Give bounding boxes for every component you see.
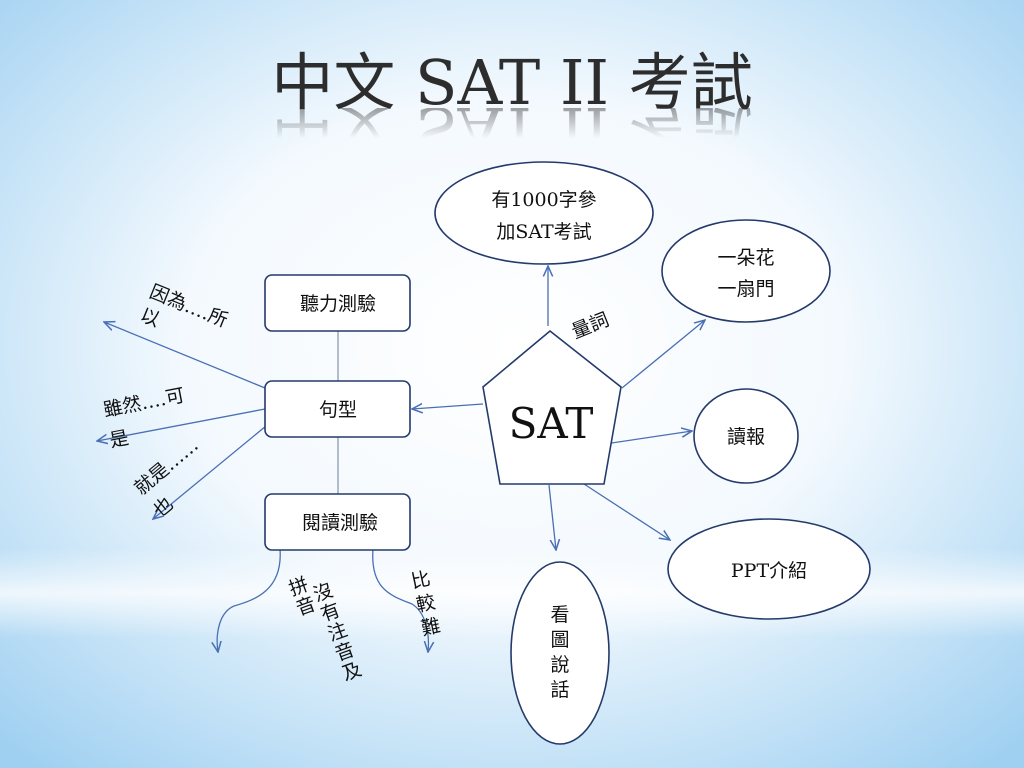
slide-title-reflection: 中文 SAT II 考試 bbox=[271, 93, 752, 166]
grammar-node[interactable]: 句型 bbox=[264, 380, 411, 438]
arrow-to-picture-talk bbox=[548, 484, 556, 550]
sat-center-node[interactable]: SAT bbox=[482, 329, 622, 485]
arrow-to-measure-words bbox=[621, 320, 705, 389]
newspaper-label: 讀報 bbox=[727, 426, 765, 448]
sat-label: SAT bbox=[509, 399, 594, 448]
reading-test-label: 閱讀測驗 bbox=[302, 512, 378, 534]
grammar-label: 句型 bbox=[319, 399, 357, 421]
measure-words-node[interactable]: 一朵花 一扇門 bbox=[661, 219, 831, 323]
harder-char-1: 比 bbox=[409, 568, 432, 593]
slide-title: 中文 SAT II 考試 bbox=[271, 46, 752, 119]
picture-talk-node[interactable]: 看 圖 說 話 bbox=[510, 561, 610, 745]
arrow-to-grammar bbox=[412, 404, 484, 409]
measure-words-line-1: 一朵花 bbox=[717, 247, 774, 269]
pattern-although-line-2: 是 bbox=[108, 427, 131, 452]
picture-talk-char-3: 說 bbox=[550, 654, 569, 676]
newspaper-node[interactable]: 讀報 bbox=[693, 388, 799, 484]
arrow-pattern-although bbox=[97, 408, 266, 441]
arrow-pattern-because bbox=[104, 322, 266, 389]
words-line-2: 加SAT考試 bbox=[496, 221, 591, 243]
sat-pentagon bbox=[482, 329, 622, 485]
svg-text:中文 SAT II 考試: 中文 SAT II 考試 bbox=[271, 93, 752, 166]
picture-talk-char-4: 話 bbox=[550, 679, 569, 701]
listening-test-label: 聽力測驗 bbox=[300, 293, 376, 315]
listening-test-node[interactable]: 聽力測驗 bbox=[264, 274, 411, 332]
reading-note-harder: 比 較 難 bbox=[409, 568, 442, 640]
harder-char-2: 較 bbox=[414, 591, 437, 616]
ppt-label: PPT介紹 bbox=[731, 560, 807, 582]
measure-words-line-2: 一扇門 bbox=[717, 278, 774, 300]
picture-talk-char-2: 圖 bbox=[550, 629, 569, 651]
harder-char-3: 難 bbox=[419, 615, 442, 640]
background-light-band bbox=[0, 548, 1024, 638]
picture-talk-char-1: 看 bbox=[550, 604, 569, 626]
words-line-1: 有1000字參 bbox=[491, 189, 596, 211]
ppt-node[interactable]: PPT介紹 bbox=[667, 518, 871, 620]
words-node[interactable]: 有1000字參 加SAT考試 bbox=[434, 161, 654, 265]
arrow-reading-harder bbox=[372, 548, 429, 652]
arrow-reading-pinyin bbox=[217, 548, 281, 652]
reading-test-node[interactable]: 閱讀測驗 bbox=[264, 493, 411, 551]
arrow-to-newspaper bbox=[604, 431, 692, 445]
arrow-pattern-even-if bbox=[153, 425, 267, 519]
arrow-to-ppt bbox=[583, 483, 670, 540]
